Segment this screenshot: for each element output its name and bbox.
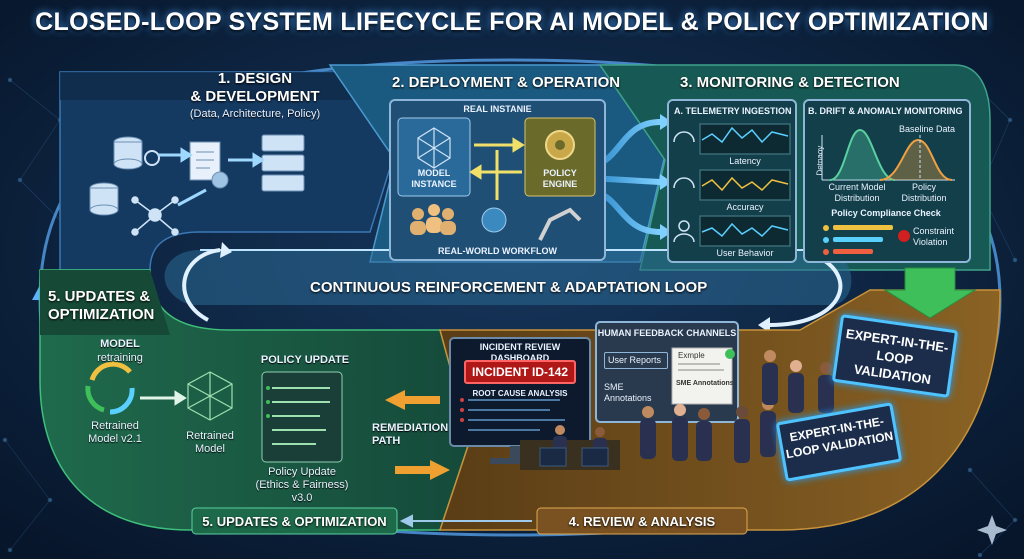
updates-title-line1: 5. UPDATES &: [48, 288, 151, 305]
gear-icon: [144, 150, 160, 166]
deploy-arrows: [469, 137, 525, 200]
drift-panel: [803, 99, 971, 263]
dashboard-title: INCIDENT REVIEW DASHBOARD: [479, 342, 561, 363]
telemetry-title: A. TELEMETRY INGESTION: [674, 106, 792, 116]
feedback-title: HUMAN FEEDBACK CHANNELS: [597, 328, 737, 338]
loop-arrow-right: [769, 256, 843, 327]
design-subtitle: (Data, Architecture, Policy): [189, 108, 321, 120]
model-instance-label: MODEL INSTANCE: [411, 168, 457, 189]
review-team: [520, 350, 834, 470]
latency-label: Latency: [729, 156, 761, 166]
example-label: Exmple: [678, 351, 705, 360]
accuracy-label: Accuracy: [726, 202, 764, 212]
drift-title: B. DRIFT & ANOMALY MONITORING: [808, 106, 963, 116]
drift-axis-label: Detnaoy: [815, 145, 825, 176]
root-cause-label: ROOT CAUSE ANALYSIS: [472, 389, 568, 398]
policy-update-caption: Policy Update (Ethics & Fairness) v3.0: [255, 466, 349, 504]
current-model-label: Current Model Distribution: [828, 182, 886, 203]
doc-gear-icon: [211, 171, 229, 189]
baseline-label: Baseline Data: [898, 124, 956, 134]
distribution-chart: [821, 128, 955, 181]
server-icon: [261, 134, 305, 192]
main-title: CLOSED-LOOP SYSTEM LIFECYCLE FOR AI MODE…: [35, 8, 989, 36]
retraining-cycle-icon: [85, 361, 135, 415]
retraining-label: retraining: [97, 352, 143, 364]
remediation-label: REMEDIATION PATH: [372, 422, 449, 447]
violation-label: Constraint Violation: [913, 226, 955, 247]
remediation-arrow-right: [395, 460, 450, 480]
real-instance-label: REAL INSTANIE: [463, 104, 532, 114]
policy-update-title: POLICY UPDATE: [260, 354, 350, 366]
bottom-arrow: [399, 514, 532, 528]
example-doc: [671, 347, 733, 405]
telemetry-charts: [699, 123, 791, 247]
updates-bottom-label: 5. UPDATES & OPTIMIZATION: [202, 514, 387, 529]
user-behavior-label: User Behavior: [716, 248, 774, 258]
database-icon: [89, 136, 143, 216]
design-arrows: [158, 147, 265, 207]
loop-band: [164, 250, 852, 305]
review-bottom-label: 4. REVIEW & ANALYSIS: [568, 514, 716, 529]
updates-label-box: [191, 507, 398, 535]
workflow-label: REAL-WORLD WORKFLOW: [438, 246, 557, 256]
sme-label: SME Annotations: [604, 382, 652, 403]
compliance-bars: [823, 225, 910, 255]
policy-distribution-label: Policy Distribution: [901, 182, 947, 203]
sme-doc-label: SME Annotations: [676, 380, 734, 387]
gauge-icon: [673, 131, 695, 243]
remediation-arrow-left: [385, 390, 440, 410]
review-label-box: [536, 507, 748, 535]
coin-icon: [481, 207, 507, 233]
compliance-label: Policy Compliance Check: [831, 208, 941, 218]
updates-title-line2: OPTIMIZATION: [48, 306, 155, 323]
monitoring-title: 3. MONITORING & DETECTION: [680, 74, 900, 91]
retrained-model-v-label: Retrained Model v2.1: [88, 420, 142, 445]
loop-label: CONTINUOUS REINFORCEMENT & ADAPTATION LO…: [310, 279, 708, 296]
incident-badge: INCIDENT ID-142: [464, 360, 576, 384]
deployment-title: 2. DEPLOYMENT & OPERATION: [392, 74, 621, 91]
network-node-icon: [131, 196, 179, 236]
retrained-network-icon: [187, 371, 233, 421]
design-title-line1: 1. DESIGN: [217, 70, 293, 87]
design-title-line2: & DEVELOPMENT: [190, 88, 320, 105]
sparkle-icon: [977, 515, 1007, 545]
retrained-model-label: Retrained Model: [186, 430, 234, 455]
model-label: MODEL: [100, 338, 140, 350]
policy-engine-label: POLICY ENGINE: [542, 168, 578, 189]
robot-arm-icon: [538, 207, 582, 241]
down-arrow: [883, 267, 977, 319]
people-icon: [410, 204, 456, 235]
user-reports-label: User Reports: [604, 352, 668, 369]
neural-net-icon: [417, 127, 451, 169]
loop-arrow-left: [182, 248, 221, 322]
